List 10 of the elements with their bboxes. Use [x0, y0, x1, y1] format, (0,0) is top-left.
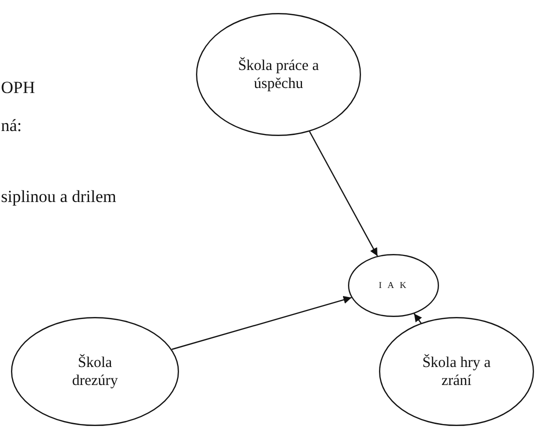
arrow — [172, 296, 352, 350]
text-fragment: ná: — [1, 116, 22, 136]
arrow — [414, 313, 422, 324]
node-label: Škola drezúry — [71, 354, 119, 390]
node-label: Škola hry a zrání — [421, 354, 492, 390]
node-label: I A K — [378, 280, 408, 291]
text-fragment: OPH — [1, 78, 36, 98]
arrow — [309, 131, 378, 256]
node-label: Škola práce a úspěchu — [237, 56, 320, 92]
text-fragment: siplinou a drilem — [1, 187, 116, 207]
